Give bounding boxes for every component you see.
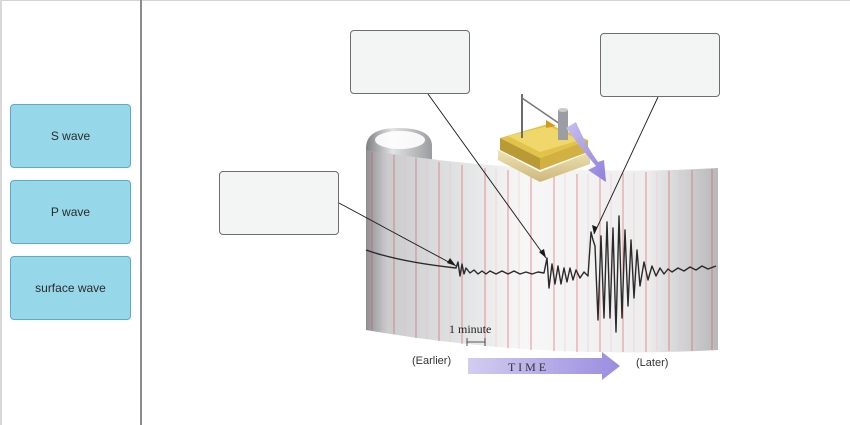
label-s-wave-text: S wave (50, 129, 91, 143)
time-label: T I M E (508, 360, 546, 374)
label-p-wave[interactable]: P wave (10, 180, 131, 244)
scale-label: 1 minute (449, 322, 491, 336)
label-surface-wave[interactable]: surface wave (10, 256, 131, 320)
drop-zone-middle[interactable] (350, 30, 470, 94)
minute-grid-lines (371, 152, 713, 352)
label-surface-wave-text: surface wave (35, 281, 106, 295)
leader-lines (338, 93, 659, 267)
drop-zone-left[interactable] (219, 171, 339, 235)
roll-inner (375, 131, 425, 149)
time-arrow-icon (468, 352, 620, 380)
seismogram-trace (365, 215, 717, 333)
seismometer-icon (498, 94, 590, 182)
label-p-wave-text: P wave (50, 205, 91, 219)
rotation-arrow-icon (566, 122, 606, 182)
left-border (0, 0, 2, 425)
later-label: (Later) (636, 357, 668, 369)
earlier-label: (Earlier) (412, 355, 451, 367)
minute-scale-marker (466, 338, 486, 346)
top-border (0, 0, 850, 1)
label-s-wave[interactable]: S wave (10, 104, 131, 168)
panel-divider (140, 0, 142, 425)
drop-zone-right[interactable] (600, 33, 720, 97)
